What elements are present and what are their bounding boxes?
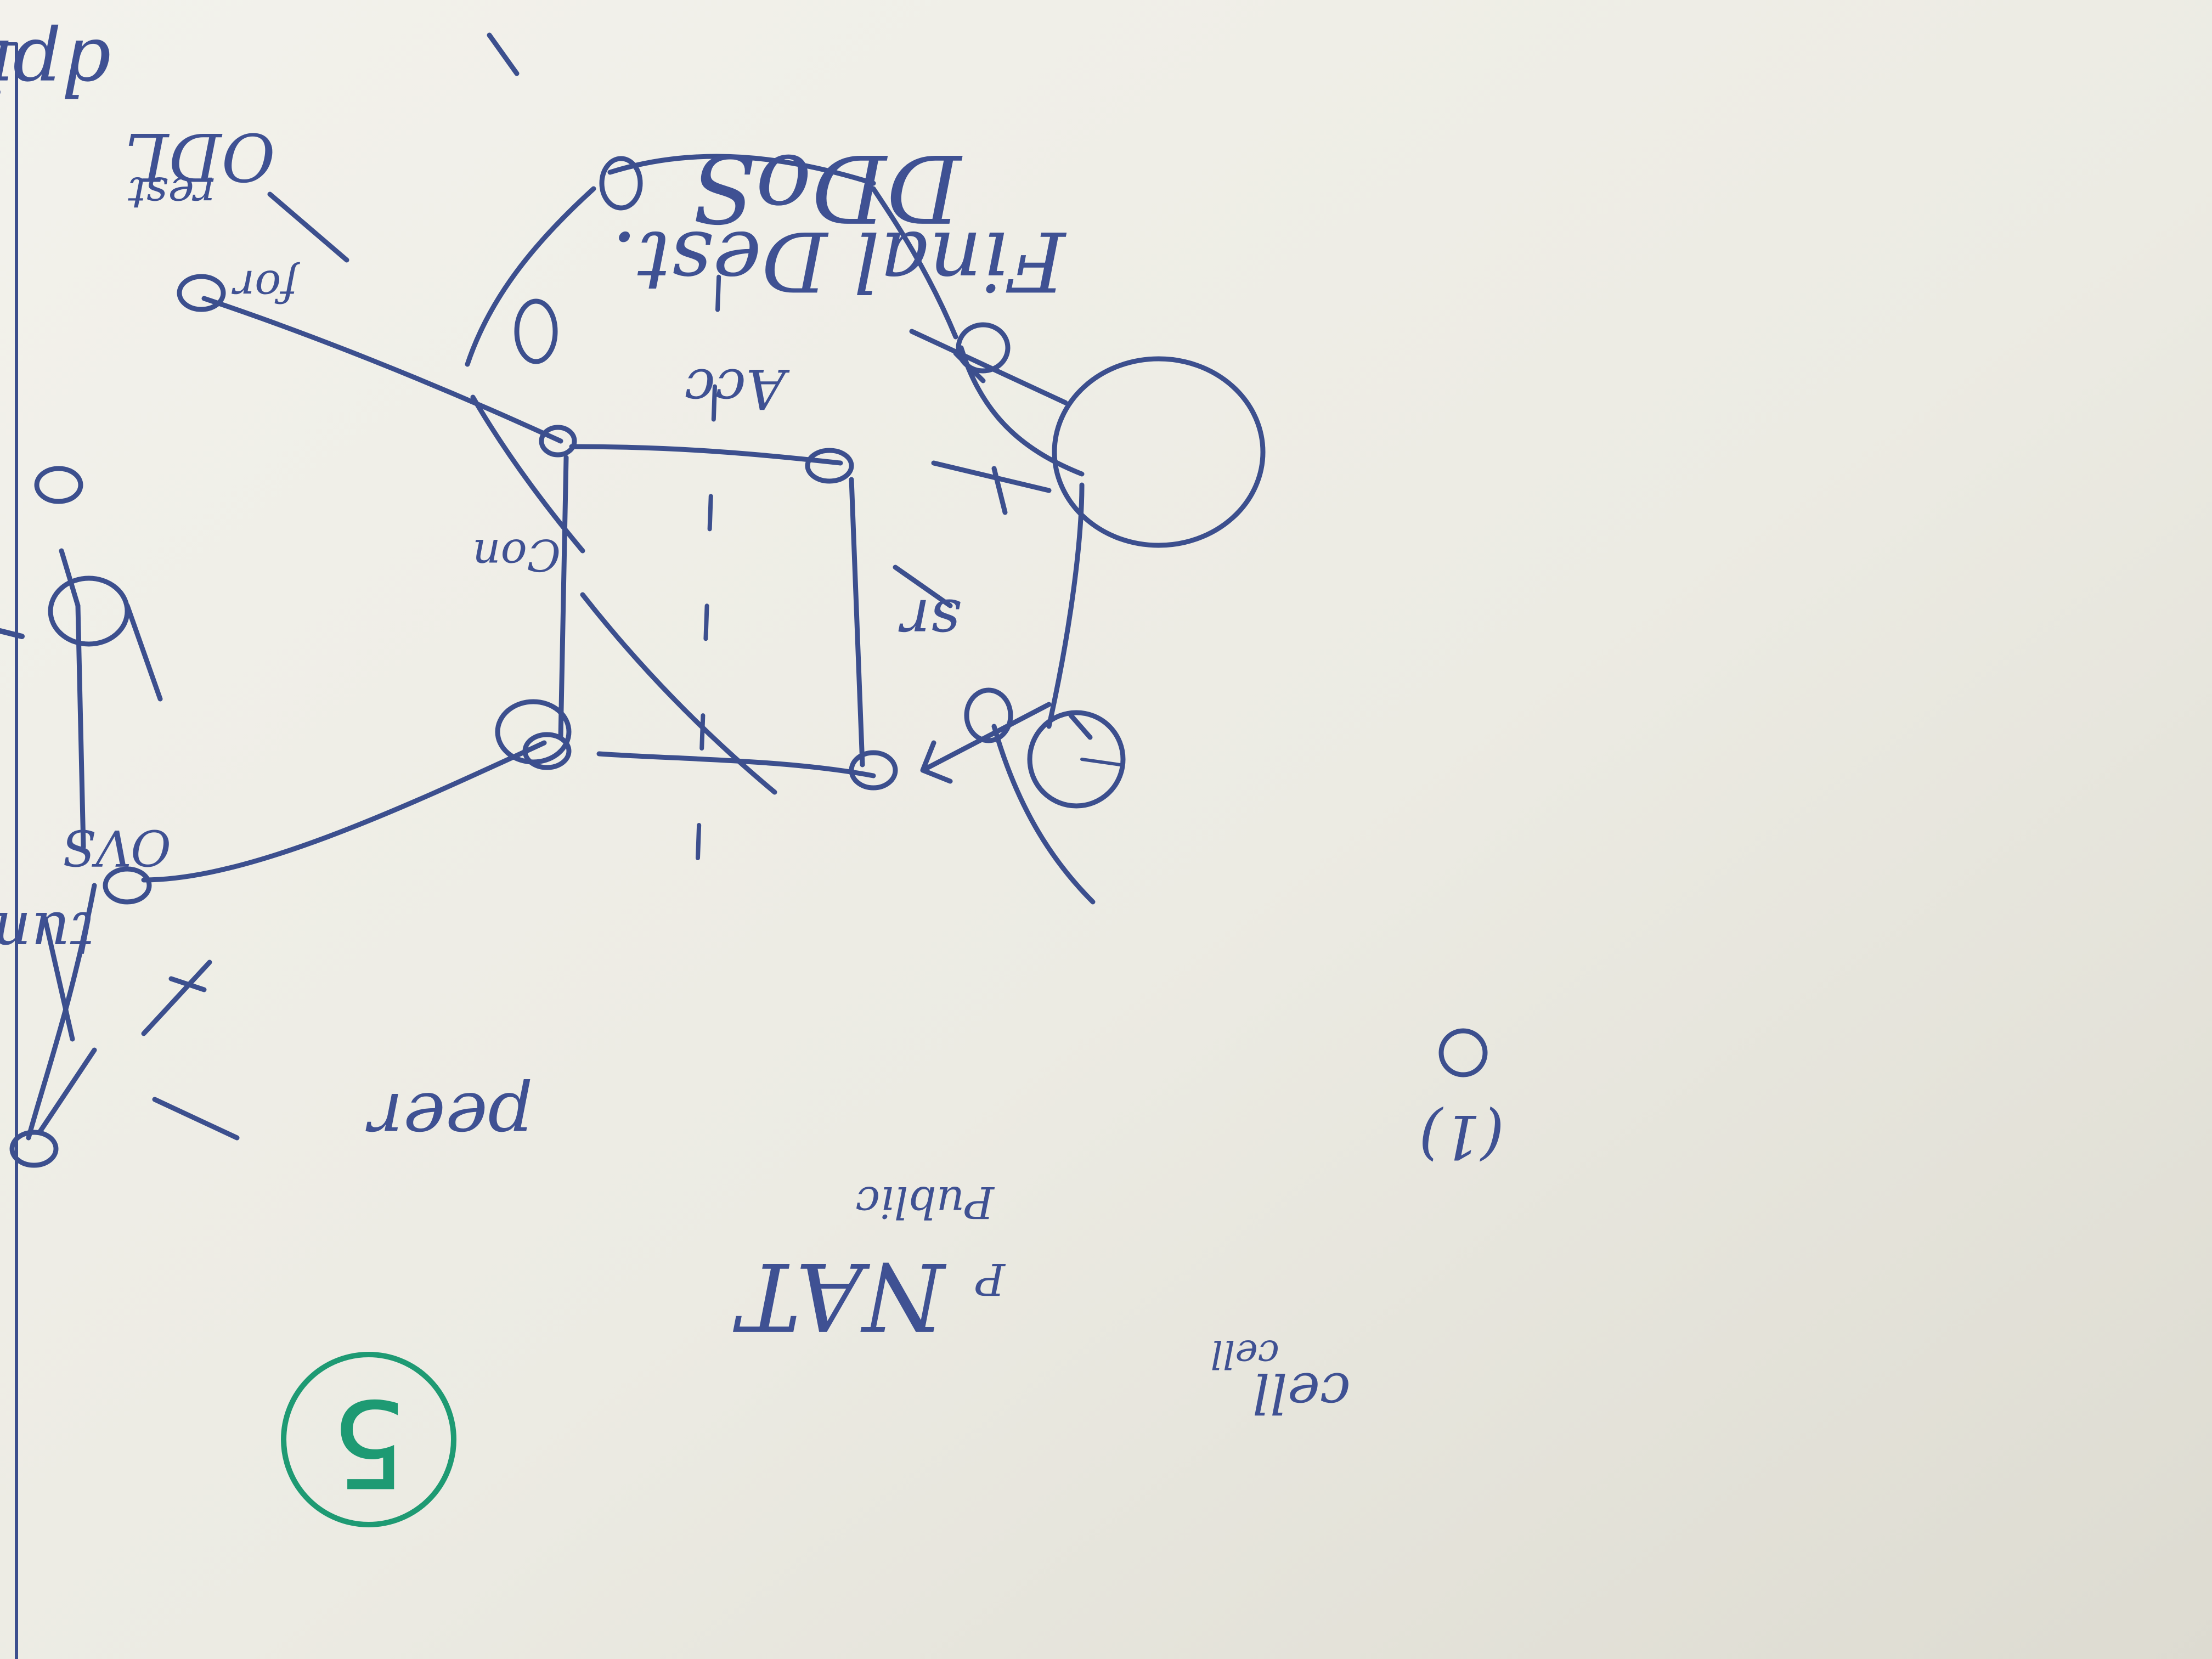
arrow (1068, 713, 1093, 740)
title-ddos: DDoS (692, 133, 963, 242)
ring-network (465, 154, 1096, 905)
label-sr: sr (898, 586, 961, 656)
arrow (267, 191, 349, 263)
label-rest: rest (127, 167, 215, 218)
title-final-dest: Final Dest. (611, 213, 1067, 308)
ring-node (1438, 1028, 1488, 1077)
label-con: Con (472, 529, 561, 580)
label-nat: NAT (733, 1242, 947, 1350)
label-dpi: dpi (0, 22, 111, 111)
arrow (487, 32, 520, 76)
label-cell-1: cell (1252, 1361, 1351, 1425)
label-ring-1: (1) (1419, 1102, 1504, 1172)
label-cell-2: cell (1211, 1331, 1279, 1376)
label-for: for (231, 261, 300, 312)
label-tunnel: tunnel (0, 899, 94, 969)
graph-node (103, 866, 152, 905)
graph-edge (37, 1047, 97, 1135)
ring-node (956, 322, 1011, 374)
label-peer: peer (365, 1077, 533, 1160)
ring-node (1027, 710, 1126, 809)
graph-edge (42, 916, 75, 1042)
arrow (909, 329, 1068, 405)
graph-node (177, 274, 226, 312)
graph-node (522, 732, 572, 770)
ring-node-mark (1080, 758, 1122, 766)
graph-edge (152, 1097, 240, 1141)
graph-node (48, 575, 130, 647)
graph-node (9, 1130, 59, 1168)
graph-node (539, 425, 577, 458)
cross-mark (141, 960, 212, 1036)
label-ovs: OVS (62, 819, 171, 876)
ring-node (599, 156, 643, 211)
main-graph (26, 296, 876, 1141)
label-public: Public (855, 1177, 995, 1228)
ring-node (964, 687, 1013, 743)
label-p: P (975, 1254, 1006, 1305)
label-acc: Acc (685, 357, 790, 421)
arrow (893, 565, 953, 608)
label-odl: ODL (125, 118, 275, 194)
paper-fold (0, 628, 25, 639)
paper-edge (0, 42, 18, 1659)
arrow (931, 460, 1052, 515)
graph-node (805, 448, 854, 484)
public-peer-circle (1052, 356, 1266, 548)
graph-node (849, 750, 898, 791)
arrow (920, 702, 1052, 784)
page-number: 5 (330, 1373, 407, 1513)
graph-node (34, 466, 83, 504)
ring-node (514, 298, 558, 364)
page-number-badge: 5 (281, 1352, 456, 1527)
